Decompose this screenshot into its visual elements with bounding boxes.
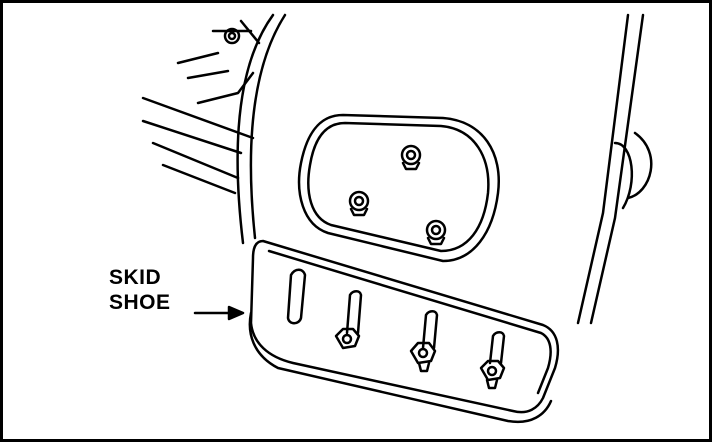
housing-side-plate bbox=[236, 13, 653, 325]
carriage-bolt-top bbox=[400, 144, 422, 171]
hex-nut-3 bbox=[479, 359, 506, 390]
skid-shoe-callout: SKID SHOE bbox=[109, 265, 171, 315]
carriage-bolt-right bbox=[425, 219, 447, 246]
hex-nut-2 bbox=[409, 341, 437, 373]
hex-nut-1 bbox=[334, 327, 361, 350]
skid-shoe-leader-arrow bbox=[193, 305, 245, 321]
carriage-bolt-left bbox=[348, 190, 370, 217]
skid-shoe-plate bbox=[248, 239, 560, 424]
adjustment-slots bbox=[286, 268, 506, 365]
callout-line-2: SHOE bbox=[109, 291, 171, 314]
auger-frame-lines bbox=[141, 19, 261, 195]
skid-shoe-illustration bbox=[141, 13, 653, 424]
callout-line-1: SKID bbox=[109, 266, 162, 289]
mounting-plate-recess bbox=[297, 113, 500, 263]
